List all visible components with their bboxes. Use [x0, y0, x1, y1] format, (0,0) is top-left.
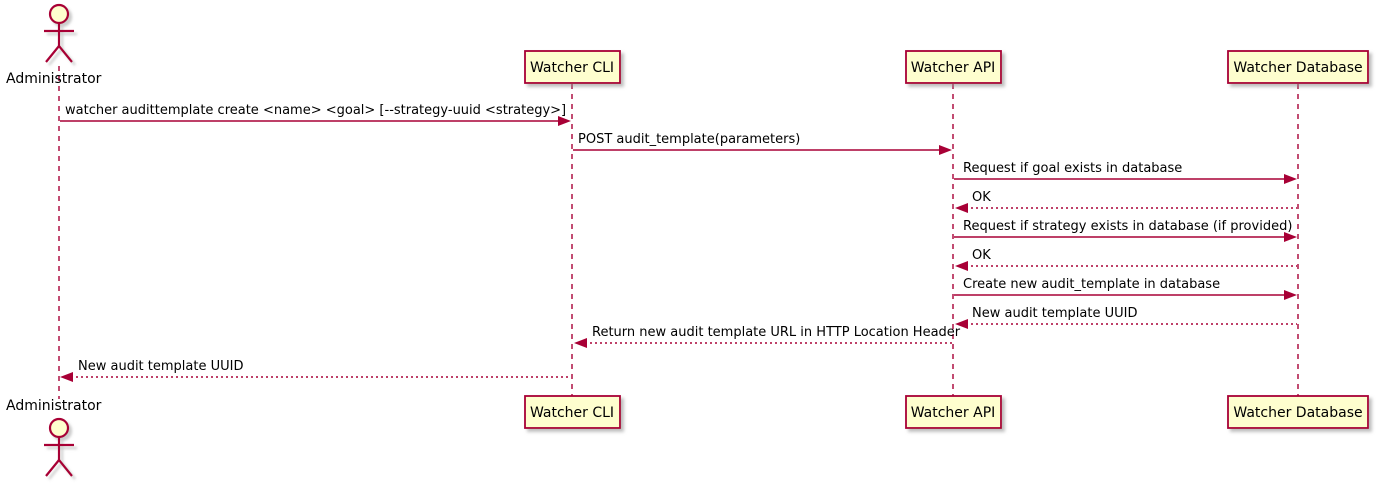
actor-figure-bottom-icon	[44, 417, 74, 477]
lifelines	[58, 66, 1299, 399]
message-3[interactable]: Request if goal exists in database	[954, 161, 1297, 184]
message-6[interactable]: OK	[955, 248, 1297, 271]
participant-label-watcher-cli-top: Watcher CLI	[530, 60, 614, 76]
message-arrowhead-7	[1284, 290, 1297, 300]
message-arrowhead-10	[60, 372, 73, 382]
participant-watcher-api-bottom[interactable]: Watcher API	[905, 395, 1002, 429]
message-label-6: OK	[972, 248, 991, 263]
message-9[interactable]: Return new audit template URL in HTTP Lo…	[574, 325, 961, 348]
participant-label-watcher-cli-bottom: Watcher CLI	[530, 405, 614, 421]
participant-label-watcher-database-top: Watcher Database	[1233, 60, 1362, 76]
actor-figure-top-icon	[44, 3, 74, 63]
message-arrowhead-8	[955, 319, 968, 329]
message-7[interactable]: Create new audit_template in database	[954, 277, 1297, 300]
participant-label-watcher-api-bottom: Watcher API	[911, 405, 996, 421]
participant-box-watcher-api-bottom[interactable]	[905, 395, 1002, 429]
participant-watcher-database-bottom[interactable]: Watcher Database	[1227, 395, 1369, 429]
actor-administrator-bottom[interactable]: Administrator	[6, 398, 102, 477]
participant-watcher-cli-top[interactable]: Watcher CLI	[524, 50, 621, 84]
actor-label-administrator-top: Administrator	[6, 71, 102, 87]
message-arrowhead-3	[1284, 174, 1297, 184]
participant-label-watcher-database-bottom: Watcher Database	[1233, 405, 1362, 421]
message-arrowhead-1	[558, 116, 571, 126]
message-label-7: Create new audit_template in database	[963, 277, 1220, 292]
message-label-3: Request if goal exists in database	[963, 161, 1182, 176]
message-10[interactable]: New audit template UUID	[60, 359, 571, 382]
participant-watcher-api-top[interactable]: Watcher API	[905, 50, 1002, 84]
message-arrowhead-4	[955, 203, 968, 213]
participant-box-watcher-database-bottom[interactable]	[1227, 395, 1369, 429]
message-8[interactable]: New audit template UUID	[955, 306, 1297, 329]
participant-box-watcher-database-top[interactable]	[1227, 50, 1369, 84]
participant-box-watcher-cli-bottom[interactable]	[524, 395, 621, 429]
actor-administrator-top[interactable]: Administrator	[6, 3, 102, 87]
message-arrowhead-2	[939, 145, 952, 155]
message-label-4: OK	[972, 190, 991, 205]
message-label-10: New audit template UUID	[78, 359, 243, 374]
participant-box-watcher-api-top[interactable]	[905, 50, 1002, 84]
message-arrowhead-6	[955, 261, 968, 271]
message-arrowhead-5	[1284, 232, 1297, 242]
participant-watcher-database-top[interactable]: Watcher Database	[1227, 50, 1369, 84]
participant-watcher-cli-bottom[interactable]: Watcher CLI	[524, 395, 621, 429]
message-label-8: New audit template UUID	[972, 306, 1137, 321]
message-arrowhead-9	[574, 338, 587, 348]
message-label-2: POST audit_template(parameters)	[578, 132, 800, 147]
participant-box-watcher-cli-top[interactable]	[524, 50, 621, 84]
message-2[interactable]: POST audit_template(parameters)	[573, 132, 952, 155]
message-label-1: watcher audittemplate create <name> <goa…	[65, 103, 566, 118]
message-label-5: Request if strategy exists in database (…	[963, 219, 1292, 234]
actor-label-administrator-bottom: Administrator	[6, 398, 102, 414]
message-5[interactable]: Request if strategy exists in database (…	[954, 219, 1297, 242]
message-4[interactable]: OK	[955, 190, 1297, 213]
message-1[interactable]: watcher audittemplate create <name> <goa…	[60, 103, 571, 126]
participant-label-watcher-api-top: Watcher API	[911, 60, 996, 76]
message-label-9: Return new audit template URL in HTTP Lo…	[592, 325, 961, 340]
